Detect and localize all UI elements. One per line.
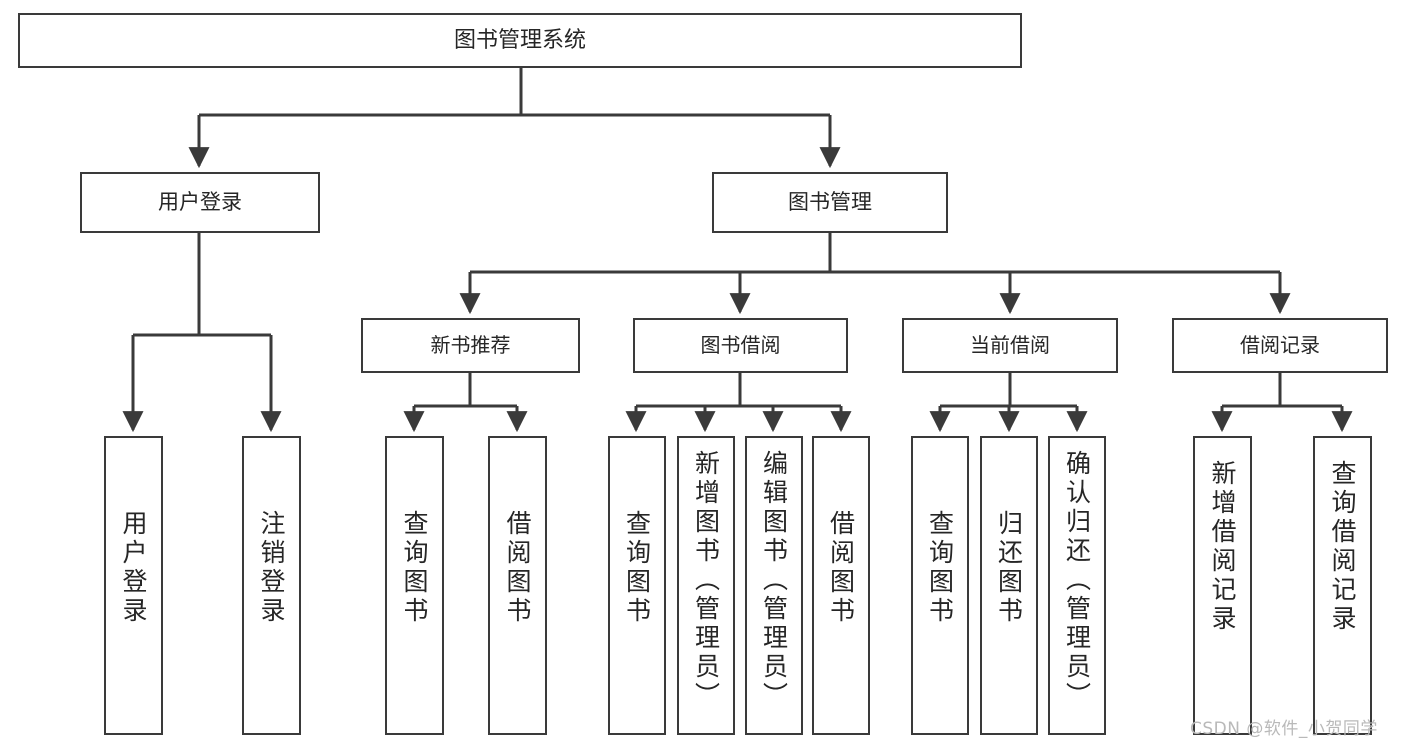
leaf-current-borrow-return[interactable]: 归还图书 bbox=[980, 436, 1038, 735]
node-root[interactable]: 图书管理系统 bbox=[18, 13, 1022, 68]
node-borrow-record-label: 借阅记录 bbox=[1240, 333, 1320, 357]
node-user-login-label: 用户登录 bbox=[158, 190, 242, 215]
leaf-current-borrow-return-label: 归还图书 bbox=[994, 510, 1024, 626]
leaf-user-login-signin-label: 用户登录 bbox=[119, 510, 148, 626]
leaf-new-book-borrow-label: 借阅图书 bbox=[503, 510, 532, 626]
leaf-new-book-query-label: 查询图书 bbox=[400, 510, 429, 626]
node-new-book-recommend-label: 新书推荐 bbox=[430, 333, 511, 357]
watermark: CSDN @软件_小贺同学 bbox=[1190, 719, 1378, 739]
leaf-book-borrow-add[interactable]: 新增图书（管理员） bbox=[677, 436, 735, 735]
leaf-borrow-record-query-label: 查询借阅记录 bbox=[1328, 460, 1357, 634]
leaf-user-login-signout-label: 注销登录 bbox=[257, 510, 286, 626]
node-borrow-record[interactable]: 借阅记录 bbox=[1172, 318, 1388, 373]
leaf-current-borrow-query-label: 查询图书 bbox=[925, 510, 955, 626]
leaf-current-borrow-confirm[interactable]: 确认归还（管理员） bbox=[1048, 436, 1106, 735]
node-book-management-label: 图书管理 bbox=[788, 190, 872, 215]
node-user-login[interactable]: 用户登录 bbox=[80, 172, 320, 233]
leaf-current-borrow-confirm-label: 确认归还（管理员） bbox=[1062, 450, 1092, 711]
leaf-user-login-signout[interactable]: 注销登录 bbox=[242, 436, 301, 735]
leaf-book-borrow-query-label: 查询图书 bbox=[622, 510, 652, 626]
leaf-book-borrow-query[interactable]: 查询图书 bbox=[608, 436, 666, 735]
node-book-management[interactable]: 图书管理 bbox=[712, 172, 948, 233]
leaf-new-book-borrow[interactable]: 借阅图书 bbox=[488, 436, 547, 735]
leaf-new-book-query[interactable]: 查询图书 bbox=[385, 436, 444, 735]
node-new-book-recommend[interactable]: 新书推荐 bbox=[361, 318, 580, 373]
leaf-book-borrow-add-label: 新增图书（管理员） bbox=[691, 450, 721, 711]
leaf-borrow-record-add[interactable]: 新增借阅记录 bbox=[1193, 436, 1252, 735]
node-book-borrow-label: 图书借阅 bbox=[700, 333, 781, 357]
leaf-borrow-record-query[interactable]: 查询借阅记录 bbox=[1313, 436, 1372, 735]
node-root-label: 图书管理系统 bbox=[453, 27, 586, 53]
leaf-current-borrow-query[interactable]: 查询图书 bbox=[911, 436, 969, 735]
node-current-borrow-label: 当前借阅 bbox=[970, 333, 1050, 357]
leaf-borrow-record-add-label: 新增借阅记录 bbox=[1208, 460, 1237, 634]
leaf-book-borrow-borrow[interactable]: 借阅图书 bbox=[812, 436, 870, 735]
node-book-borrow[interactable]: 图书借阅 bbox=[633, 318, 848, 373]
leaf-book-borrow-borrow-label: 借阅图书 bbox=[826, 510, 856, 626]
leaf-book-borrow-edit[interactable]: 编辑图书（管理员） bbox=[745, 436, 803, 735]
leaf-book-borrow-edit-label: 编辑图书（管理员） bbox=[759, 450, 789, 711]
node-current-borrow[interactable]: 当前借阅 bbox=[902, 318, 1118, 373]
leaf-user-login-signin[interactable]: 用户登录 bbox=[104, 436, 163, 735]
